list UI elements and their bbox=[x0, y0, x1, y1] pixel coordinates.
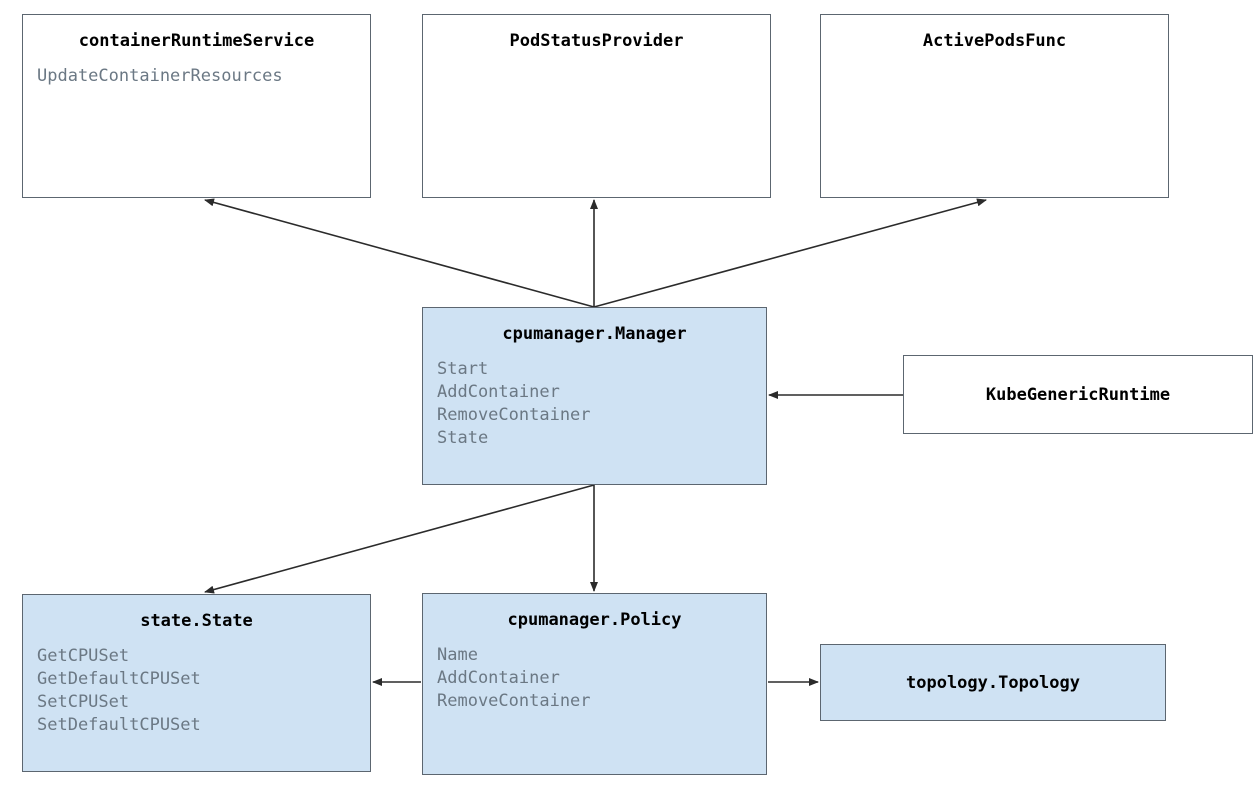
node-title: KubeGenericRuntime bbox=[985, 384, 1171, 405]
node-pod-status-provider[interactable]: PodStatusProvider bbox=[422, 14, 771, 198]
node-cpumanager-policy[interactable]: cpumanager.Policy Name AddContainer Remo… bbox=[422, 593, 767, 775]
node-member: GetCPUSet bbox=[37, 646, 130, 666]
edge-manager-to-containerRuntimeService bbox=[204, 198, 595, 308]
node-title: cpumanager.Manager bbox=[502, 324, 687, 344]
node-member: Start bbox=[437, 359, 489, 379]
node-topology-topology[interactable]: topology.Topology bbox=[820, 644, 1166, 721]
node-member: AddContainer bbox=[437, 668, 560, 688]
node-member: RemoveContainer bbox=[437, 405, 591, 425]
edge-manager-to-stateState bbox=[204, 484, 595, 594]
node-title: state.State bbox=[140, 611, 253, 631]
node-member: Name bbox=[437, 645, 478, 665]
node-member: UpdateContainerResources bbox=[37, 66, 283, 86]
node-container-runtime-service[interactable]: containerRuntimeService UpdateContainerR… bbox=[22, 14, 371, 198]
node-state-state[interactable]: state.State GetCPUSet GetDefaultCPUSet S… bbox=[22, 594, 371, 772]
node-members: GetCPUSet GetDefaultCPUSet SetCPUSet Set… bbox=[23, 645, 370, 737]
node-member: AddContainer bbox=[437, 382, 560, 402]
node-title: ActivePodsFunc bbox=[922, 31, 1067, 51]
node-member: SetCPUSet bbox=[37, 692, 130, 712]
node-member: State bbox=[437, 428, 489, 448]
node-member: RemoveContainer bbox=[437, 691, 591, 711]
node-title: containerRuntimeService bbox=[78, 31, 315, 51]
node-cpumanager-manager[interactable]: cpumanager.Manager Start AddContainer Re… bbox=[422, 307, 767, 485]
node-kube-generic-runtime[interactable]: KubeGenericRuntime bbox=[903, 355, 1253, 434]
edge-manager-to-activePodsFunc bbox=[593, 198, 987, 308]
node-title: cpumanager.Policy bbox=[507, 610, 682, 630]
node-member: SetDefaultCPUSet bbox=[37, 715, 201, 735]
node-members: Start AddContainer RemoveContainer State bbox=[423, 358, 766, 450]
node-member: GetDefaultCPUSet bbox=[37, 669, 201, 689]
node-members: UpdateContainerResources bbox=[23, 65, 370, 88]
node-active-pods-func[interactable]: ActivePodsFunc bbox=[820, 14, 1169, 198]
node-title: topology.Topology bbox=[906, 672, 1080, 693]
node-title: PodStatusProvider bbox=[509, 31, 684, 51]
node-members: Name AddContainer RemoveContainer bbox=[423, 644, 766, 713]
